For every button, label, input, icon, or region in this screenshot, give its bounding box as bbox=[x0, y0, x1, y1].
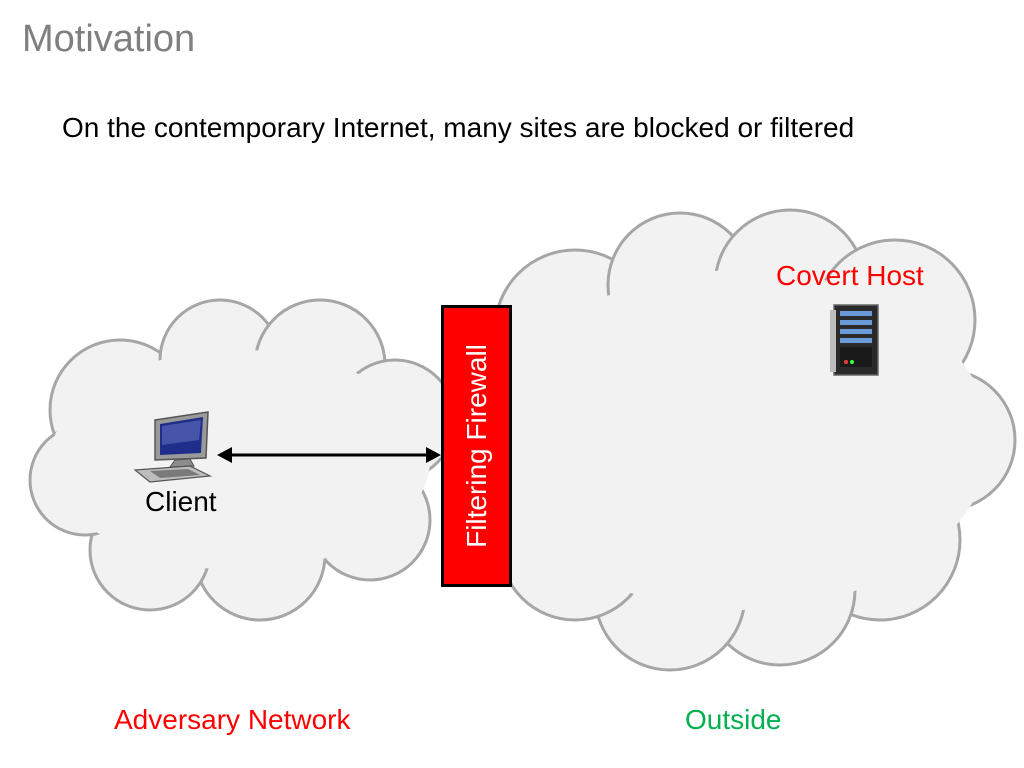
firewall-label: Filtering Firewall bbox=[460, 344, 492, 548]
adversary-network-label: Adversary Network bbox=[114, 704, 351, 735]
outside-cloud-body bbox=[490, 270, 990, 610]
client-label: Client bbox=[145, 486, 217, 517]
filtering-firewall: Filtering Firewall bbox=[441, 305, 512, 587]
slide-subtitle: On the contemporary Internet, many sites… bbox=[62, 112, 855, 143]
outside-label: Outside bbox=[685, 704, 782, 735]
covert-host-label: Covert Host bbox=[776, 260, 924, 291]
slide-title: Motivation bbox=[22, 18, 196, 60]
server-tower-icon bbox=[830, 304, 879, 376]
adversary-cloud-body bbox=[50, 350, 430, 570]
desktop-computer-icon bbox=[133, 411, 213, 483]
connection-arrow bbox=[217, 447, 441, 463]
